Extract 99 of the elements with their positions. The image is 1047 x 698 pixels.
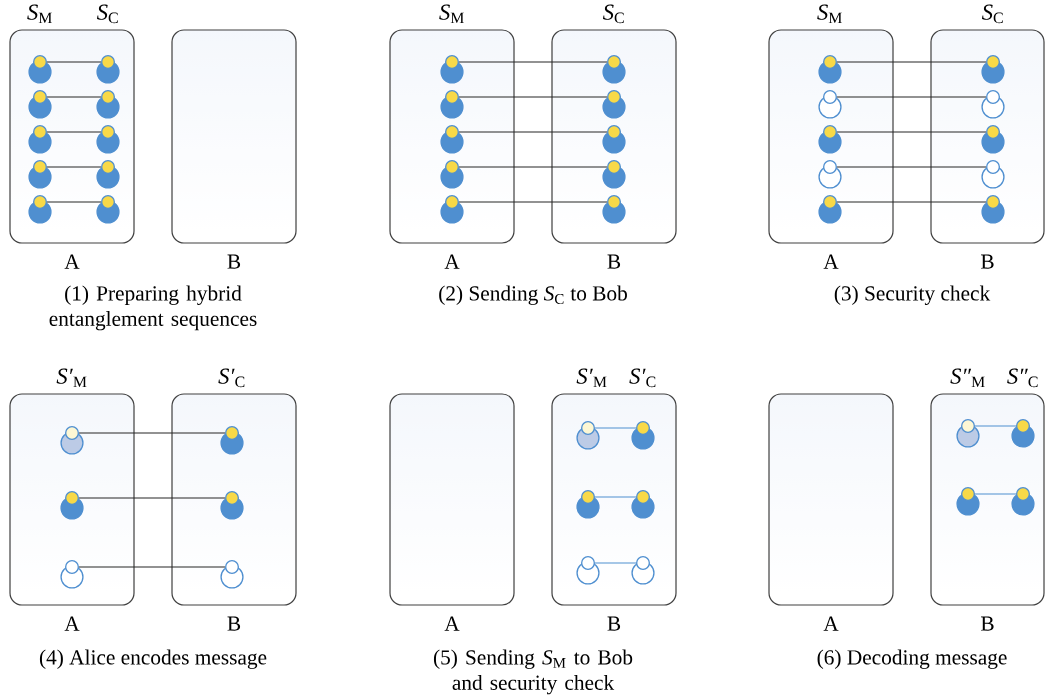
set-label: S″$_{M}$ xyxy=(950,368,985,388)
particle-icon xyxy=(96,195,120,224)
set-label: S$_{C}$ xyxy=(97,4,118,24)
entanglement-line xyxy=(594,496,637,498)
entanglement-line xyxy=(836,96,987,98)
particle-icon xyxy=(602,125,626,154)
entanglement-line xyxy=(46,201,102,203)
particle-icon xyxy=(28,160,52,189)
particle-icon xyxy=(602,195,626,224)
particle-icon xyxy=(440,125,464,154)
particle-icon xyxy=(96,90,120,119)
panel-caption: (3) Security check xyxy=(834,285,991,305)
particle-icon xyxy=(576,421,600,450)
particle-icon xyxy=(220,560,244,589)
particle-icon xyxy=(440,90,464,119)
set-label: S$_{M}$ xyxy=(817,4,842,24)
box-label: B xyxy=(981,616,994,631)
particle-icon xyxy=(1011,419,1035,448)
particle-icon xyxy=(440,195,464,224)
particle-icon xyxy=(60,491,84,520)
entanglement-line xyxy=(458,61,608,63)
particle-icon xyxy=(28,90,52,119)
box-label: B xyxy=(227,254,241,269)
set-label: S′$_{M}$ xyxy=(576,368,607,388)
particle-icon xyxy=(440,55,464,84)
entanglement-line xyxy=(594,562,637,564)
entanglement-line xyxy=(836,201,987,203)
particle-icon xyxy=(220,426,244,455)
particle-icon xyxy=(28,125,52,154)
set-label: S$_{M}$ xyxy=(27,4,52,24)
box-label: A xyxy=(823,254,839,269)
box-label: A xyxy=(444,254,460,269)
particle-icon xyxy=(818,195,842,224)
entanglement-line xyxy=(458,166,608,168)
particle-icon xyxy=(631,556,655,585)
entanglement-line xyxy=(974,493,1017,495)
set-label: S$_{C}$ xyxy=(603,4,624,24)
panel-caption: (4) Alice encodes message xyxy=(39,649,267,669)
box-label: B xyxy=(227,616,241,631)
box-label: B xyxy=(981,254,994,269)
entanglement-line xyxy=(46,166,102,168)
particle-icon xyxy=(576,490,600,519)
box-label: A xyxy=(823,616,839,631)
set-label: S$_{C}$ xyxy=(982,4,1003,24)
particle-icon xyxy=(631,490,655,519)
entanglement-line xyxy=(78,497,226,499)
box-label: B xyxy=(607,254,621,269)
particle-icon xyxy=(576,556,600,585)
particle-icon xyxy=(602,90,626,119)
set-label: S′$_{C}$ xyxy=(218,368,245,388)
particle-icon xyxy=(602,160,626,189)
panel-caption: (1) Preparing hybrid entanglement sequences xyxy=(49,285,257,331)
particle-icon xyxy=(60,560,84,589)
particle-icon xyxy=(440,160,464,189)
particle-icon xyxy=(956,419,980,448)
entanglement-line xyxy=(46,96,102,98)
particle-icon xyxy=(981,160,1005,189)
particle-icon xyxy=(981,90,1005,119)
particle-icon xyxy=(981,125,1005,154)
set-label: S′$_{M}$ xyxy=(56,368,87,388)
particle-icon xyxy=(818,125,842,154)
box-label: A xyxy=(64,254,80,269)
particle-icon xyxy=(981,195,1005,224)
box-label: B xyxy=(607,616,621,631)
entanglement-line xyxy=(46,61,102,63)
particle-icon xyxy=(1011,487,1035,516)
panel-caption: (5) Sending S$_{M}$ to Bob and security check xyxy=(433,649,633,695)
particle-icon xyxy=(96,160,120,189)
particle-icon xyxy=(631,421,655,450)
panel-caption: (2) Sending S$_{C}$ to Bob xyxy=(439,285,627,305)
entanglement-line xyxy=(594,427,637,429)
particle-icon xyxy=(981,55,1005,84)
set-label: S′$_{C}$ xyxy=(629,368,656,388)
particle-icon xyxy=(28,55,52,84)
entanglement-line xyxy=(78,432,226,434)
entanglement-line xyxy=(458,201,608,203)
entanglement-line xyxy=(974,425,1017,427)
box-label: A xyxy=(64,616,80,631)
entanglement-line xyxy=(836,61,987,63)
particle-icon xyxy=(220,491,244,520)
entanglement-line xyxy=(458,96,608,98)
particle-icon xyxy=(818,55,842,84)
box-label: A xyxy=(444,616,460,631)
particle-icon xyxy=(60,426,84,455)
particle-icon xyxy=(818,160,842,189)
entanglement-line xyxy=(78,566,226,568)
panel-caption: (6) Decoding message xyxy=(817,649,1007,669)
entanglement-line xyxy=(836,166,987,168)
particle-icon xyxy=(602,55,626,84)
particle-icon xyxy=(96,125,120,154)
entanglement-line xyxy=(46,131,102,133)
entanglement-line xyxy=(458,131,608,133)
set-label: S″$_{C}$ xyxy=(1007,368,1038,388)
particle-icon xyxy=(28,195,52,224)
particle-icon xyxy=(956,487,980,516)
particle-icon xyxy=(96,55,120,84)
set-label: S$_{M}$ xyxy=(439,4,464,24)
entanglement-line xyxy=(836,131,987,133)
particle-icon xyxy=(818,90,842,119)
